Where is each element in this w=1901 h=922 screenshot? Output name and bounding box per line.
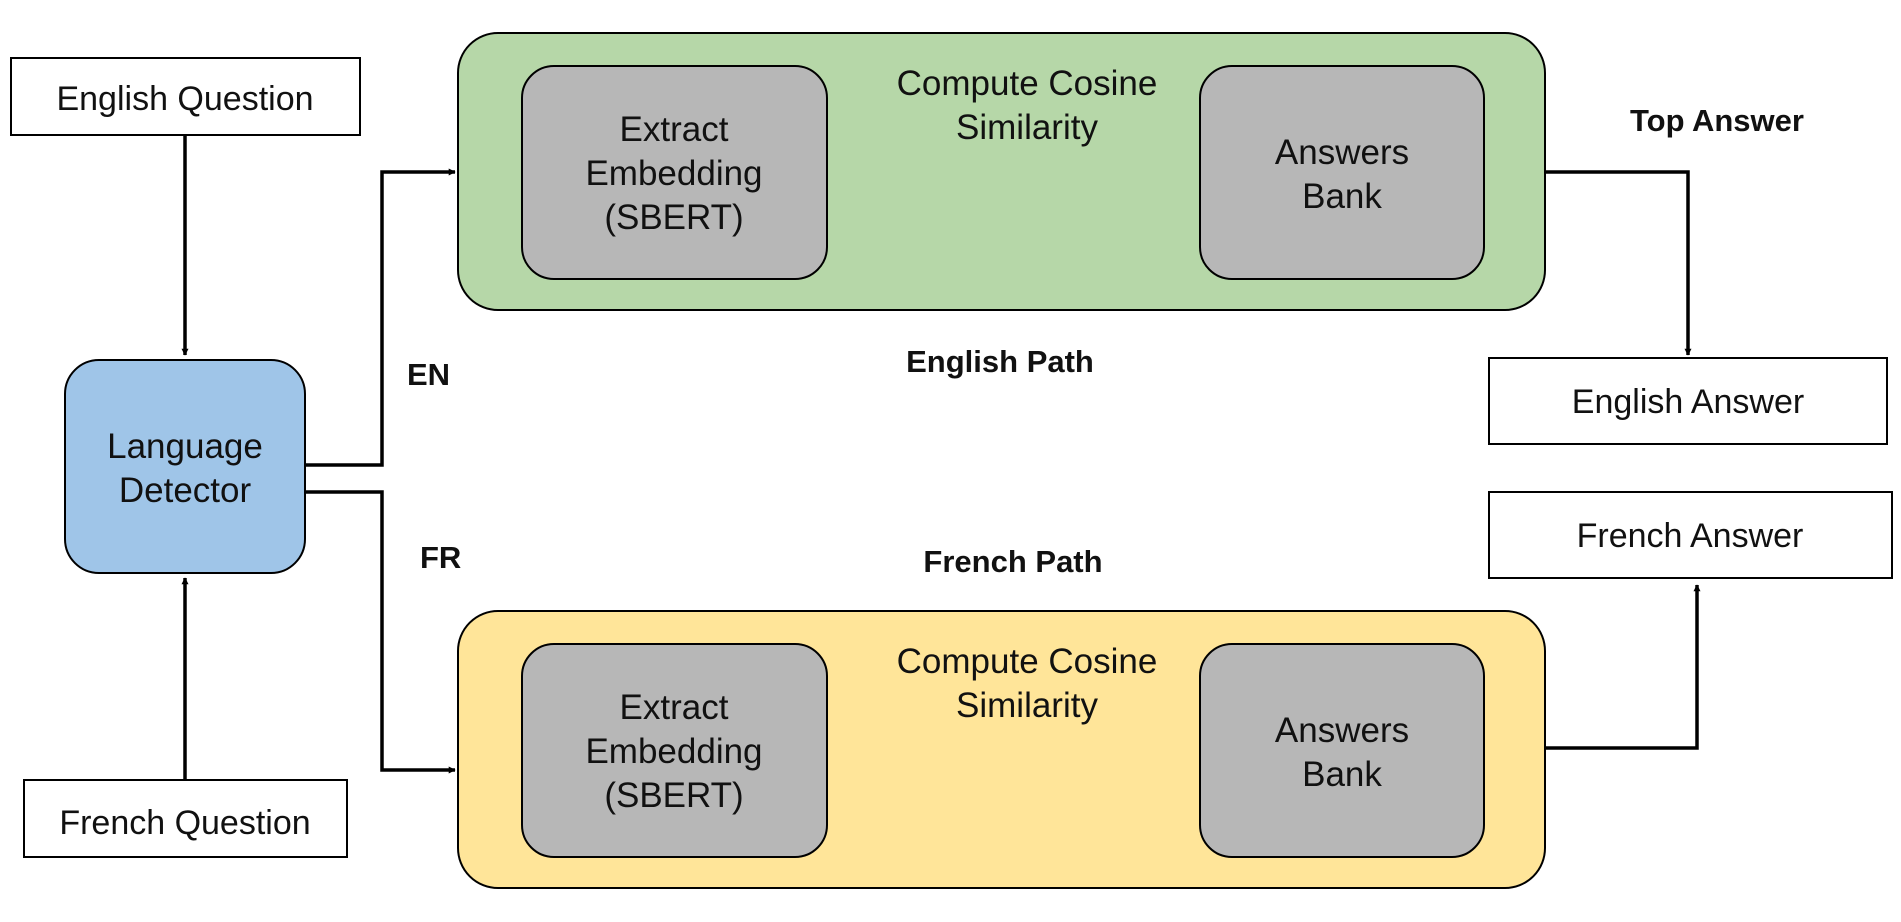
language-detector-line-2: Detector — [119, 471, 252, 510]
english-extract-line-1: Extract — [620, 110, 729, 149]
arrow-detector-to-french-path — [305, 490, 456, 774]
english-extract-embedding-box: Extract Embedding (SBERT) — [521, 65, 828, 280]
french-path-container: Extract Embedding (SBERT) Compute Cosine… — [457, 610, 1546, 889]
english-answers-bank-box: Answers Bank — [1199, 65, 1485, 280]
french-extract-line-2: Embedding — [585, 732, 762, 771]
english-bank-line-1: Answers — [1275, 133, 1409, 172]
arrow-detector-to-english-path — [305, 168, 456, 467]
french-bank-line-1: Answers — [1275, 711, 1409, 750]
french-answers-bank-box: Answers Bank — [1199, 643, 1485, 858]
language-detector-line-1: Language — [107, 427, 263, 466]
french-answer-box: French Answer — [1488, 491, 1893, 579]
french-similarity-line-1: Compute Cosine — [897, 642, 1158, 681]
english-path-container: Extract Embedding (SBERT) Compute Cosine… — [457, 32, 1546, 311]
english-answer-box: English Answer — [1488, 357, 1888, 445]
french-extract-line-3: (SBERT) — [604, 776, 743, 815]
french-extract-line-1: Extract — [620, 688, 729, 727]
french-bank-line-2: Bank — [1302, 755, 1382, 794]
english-extract-line-2: Embedding — [585, 154, 762, 193]
top-answer-label: Top Answer — [1630, 103, 1804, 138]
english-question-label: English Question — [56, 80, 313, 118]
arrow-english-path-to-answer — [1545, 170, 1692, 356]
french-question-label: French Question — [59, 804, 310, 842]
french-answer-label: French Answer — [1577, 517, 1804, 555]
branch-label-en: EN — [407, 357, 450, 392]
english-extract-line-3: (SBERT) — [604, 198, 743, 237]
arrow-french-path-to-answer — [1545, 584, 1701, 750]
english-bank-line-2: Bank — [1302, 177, 1382, 216]
english-similarity-line-2: Similarity — [956, 108, 1098, 147]
french-path-title: French Path — [923, 544, 1102, 579]
english-path-title: English Path — [906, 344, 1094, 379]
french-question-box: French Question — [23, 779, 348, 858]
english-similarity-line-1: Compute Cosine — [897, 64, 1158, 103]
language-detector: Language Detector — [64, 359, 306, 574]
english-answer-label: English Answer — [1572, 383, 1804, 421]
french-similarity-line-2: Similarity — [956, 686, 1098, 725]
branch-label-fr: FR — [420, 540, 461, 575]
english-question-box: English Question — [10, 57, 361, 136]
french-extract-embedding-box: Extract Embedding (SBERT) — [521, 643, 828, 858]
